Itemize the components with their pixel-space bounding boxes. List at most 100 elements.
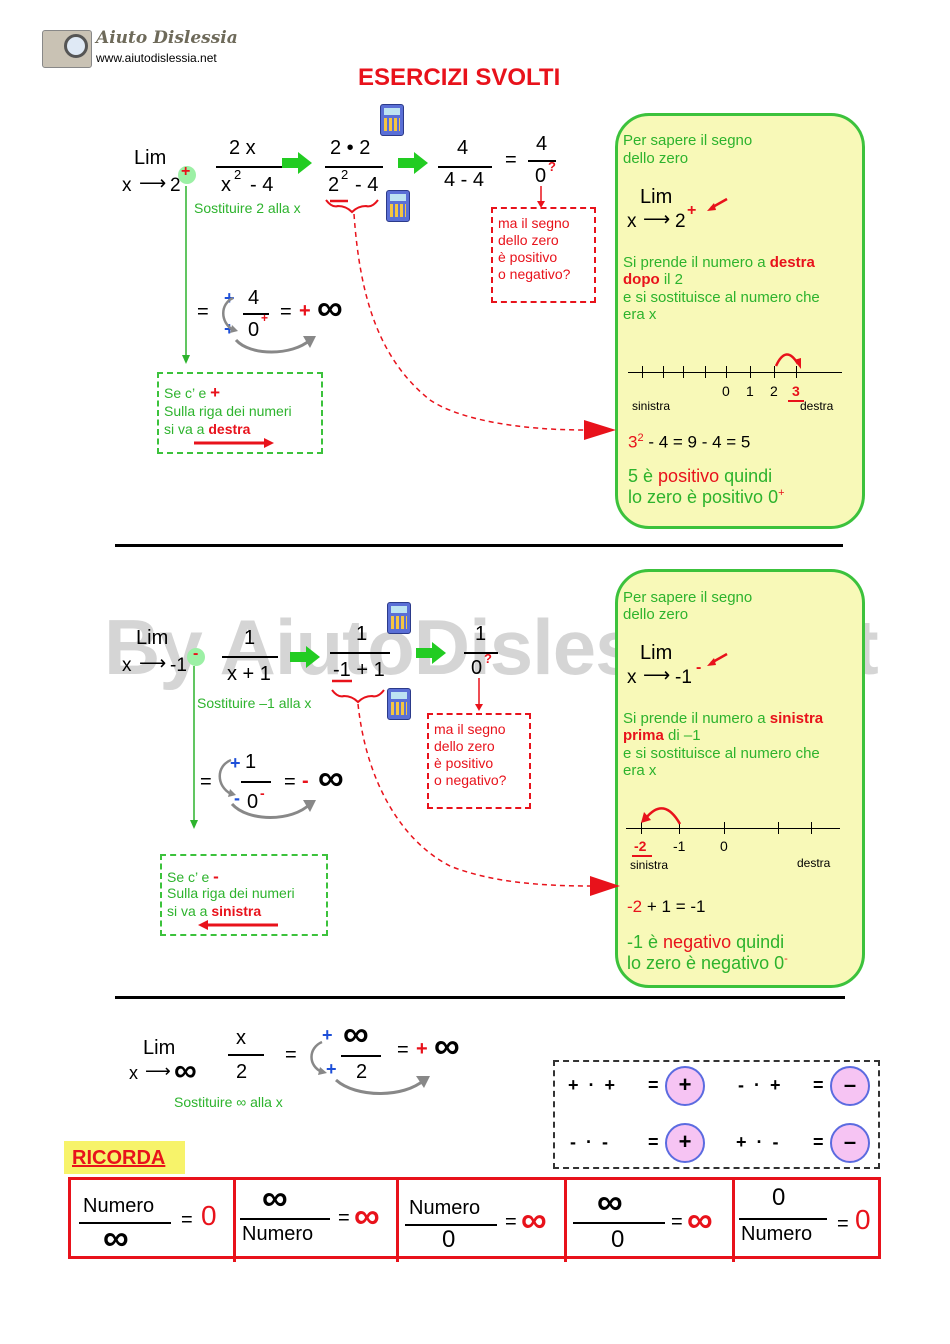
num-sign: + <box>224 288 235 308</box>
tick <box>778 822 779 834</box>
green-arrow-icon <box>290 646 320 668</box>
panel-text: Si prende il numero a destra <box>623 254 815 271</box>
tick <box>642 366 643 378</box>
rule-line: si va a destra <box>164 421 251 437</box>
ricorda-label: RICORDA <box>72 1147 166 1169</box>
calc-line: -2 + 1 = -1 <box>627 897 706 916</box>
pointer-arrow-icon <box>707 197 728 211</box>
tick-label: 1 <box>746 383 754 399</box>
jump-arrow-icon <box>641 807 682 825</box>
fraction-bar <box>405 1224 497 1226</box>
den-sign: - <box>234 788 240 808</box>
sign-rule-left: - · - <box>570 1132 609 1152</box>
rule-res: ∞ <box>521 1199 547 1240</box>
rule-line: Sulla riga dei numeri <box>167 885 295 901</box>
arrow-glyph: ⟶ <box>139 173 167 194</box>
sign-rule-left: + · - <box>736 1132 779 1152</box>
rule-num: Numero <box>409 1197 481 1219</box>
lim-var: x <box>627 667 637 688</box>
left-label: sinistra <box>632 399 671 413</box>
lim-target: 2 <box>170 175 181 196</box>
lim-label: Lim <box>136 627 169 649</box>
res-sign: + <box>416 1038 428 1060</box>
fraction-bar <box>464 652 498 654</box>
lim-label: Lim <box>143 1037 176 1059</box>
tick-label-highlight: -2 <box>634 838 647 854</box>
fraction-bar <box>438 166 492 168</box>
sign-rule-left: + · + <box>568 1075 616 1095</box>
conclusion: -1 è negativo quindi <box>627 932 785 952</box>
rule-box: Se c’ e + Sulla riga dei numeri si va a … <box>157 372 323 454</box>
lim-var: x <box>627 211 637 232</box>
rule-cell: Numero 0 = ∞ <box>399 1180 567 1262</box>
sign-result: – <box>830 1123 870 1163</box>
logo-name: Aiuto Dislessia <box>96 28 238 48</box>
panel-text: Per sapere il segno <box>623 589 753 606</box>
question-line: dello zero <box>434 738 495 754</box>
equals: = <box>505 149 517 171</box>
res-numerator: 4 <box>248 287 260 309</box>
substitute-note: Sostituire –1 alla x <box>197 695 312 711</box>
lim-sign: + <box>687 202 697 219</box>
lim-var: x <box>122 175 132 196</box>
rule-num: 0 <box>772 1184 786 1211</box>
rule-cell: 0 Numero = 0 <box>735 1180 878 1262</box>
lim-label: Lim <box>134 147 167 169</box>
sign-rules-box <box>553 1060 880 1169</box>
green-arrow-icon <box>398 152 428 174</box>
panel-text: dello zero <box>623 150 689 167</box>
fraction-numerator: 1 <box>244 627 256 649</box>
fraction-bar <box>341 1055 381 1057</box>
arrow-glyph: ⟶ <box>643 665 671 686</box>
green-arrow-icon <box>282 152 312 174</box>
calculator-icon <box>386 190 410 222</box>
logo: Aiuto Dislessia www.aiutodislessia.net <box>42 28 238 68</box>
lim-var: x <box>122 655 132 676</box>
equals: = <box>285 1044 297 1066</box>
tick <box>726 366 727 378</box>
rule-box: Se c’ e - Sulla riga dei numeri si va a … <box>160 854 328 936</box>
zero-question: ? <box>484 651 492 666</box>
rule-eq: = <box>338 1207 350 1229</box>
jump-arrow-icon <box>774 353 801 369</box>
logo-url: www.aiutodislessia.net <box>96 51 217 65</box>
rule-cell: Numero ∞ = 0 <box>71 1180 236 1262</box>
underline <box>788 400 804 402</box>
lim-label: Lim <box>640 186 673 208</box>
ricorda-label-bg <box>64 1141 185 1174</box>
right-arrow-icon <box>194 438 274 448</box>
axis <box>626 828 840 829</box>
rule-res: 0 <box>855 1204 871 1235</box>
calculator-icon <box>387 688 411 720</box>
rule-den: Numero <box>242 1223 314 1245</box>
res-numerator: 1 <box>245 751 257 773</box>
question-line: o negativo? <box>434 772 507 788</box>
num-sign: + <box>322 1025 333 1045</box>
tick <box>750 366 751 378</box>
infinity: ∞ <box>318 757 344 798</box>
fraction-den-base: x <box>221 174 231 196</box>
tick-label: 2 <box>770 383 778 399</box>
panel-text: dopo il 2 <box>623 271 684 288</box>
rule-num: ∞ <box>262 1177 288 1218</box>
rule-line: Se c’ e - <box>167 867 219 886</box>
sign-dot <box>187 648 205 666</box>
question-line: è positivo <box>498 249 558 265</box>
result-denominator: 4 - 4 <box>444 169 485 191</box>
fraction-bar <box>228 1054 264 1056</box>
tick <box>724 822 725 834</box>
sign-rule-left: - · + <box>738 1075 781 1095</box>
sign-result: – <box>830 1066 870 1106</box>
lim-target-sign: + <box>181 163 191 180</box>
conclusion: 5 è positivo quindi <box>628 466 773 486</box>
rule-num: ∞ <box>597 1181 623 1222</box>
pointer-arrow-icon <box>707 652 728 666</box>
sign-dot <box>178 166 196 184</box>
fraction-bar <box>739 1218 827 1220</box>
zero-numerator: 1 <box>475 623 487 645</box>
rule-eq: = <box>181 1209 193 1231</box>
sign-rule-eq: = <box>648 1075 659 1095</box>
panel-text: e si sostituisce al numero che <box>623 289 820 306</box>
green-arrow-icon <box>416 642 446 664</box>
res-den-exp: + <box>261 311 269 325</box>
